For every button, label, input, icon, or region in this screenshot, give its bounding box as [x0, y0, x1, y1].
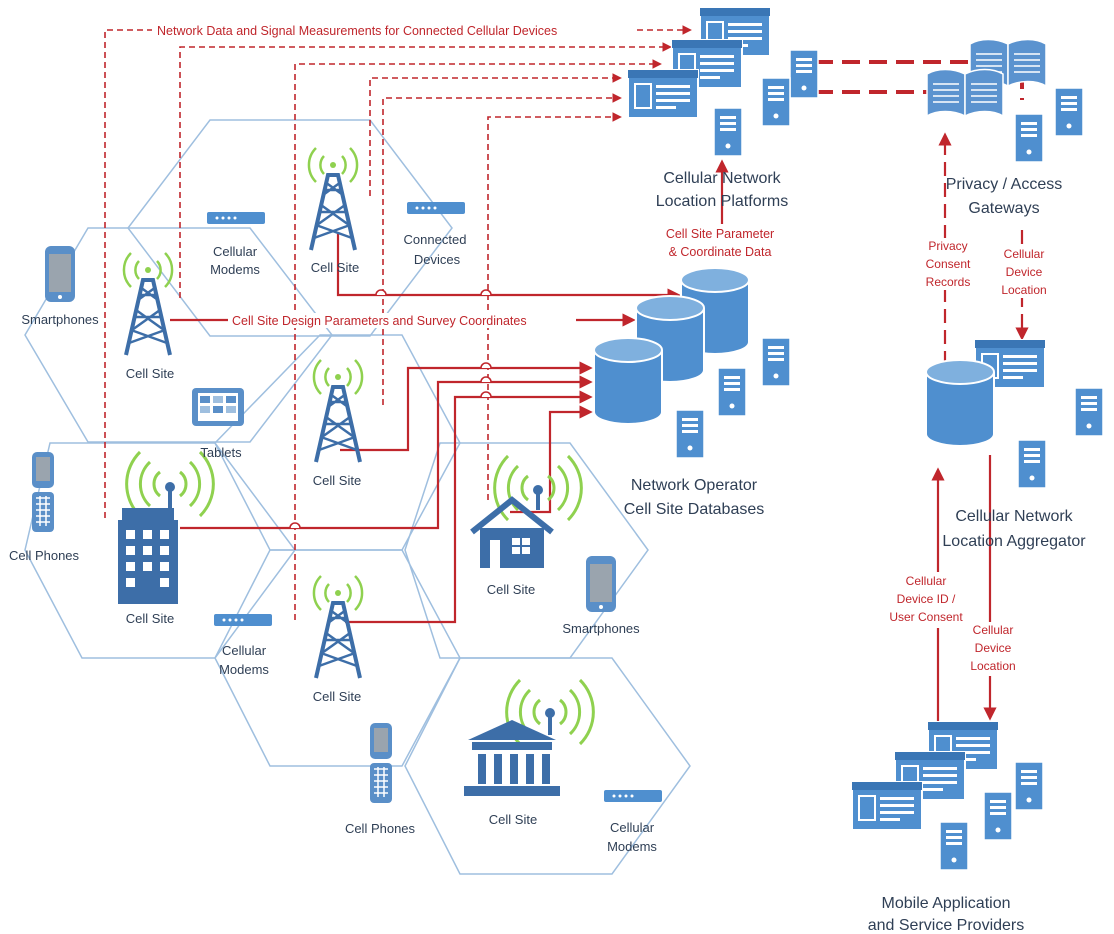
access-gateways	[926, 38, 1084, 163]
cell-site-label: Cell Site	[313, 473, 361, 488]
cell-phones-label: Cell Phones	[9, 548, 80, 563]
consent-label-2: Consent	[926, 257, 971, 271]
design-flow-label: Cell Site Design Parameters and Survey C…	[232, 314, 527, 328]
aggregator-location-label-2: Device	[975, 641, 1012, 655]
cell-site-databases	[593, 267, 791, 459]
server-icon	[1017, 439, 1047, 489]
cell-tower-icon	[121, 251, 175, 357]
cellular-modems-label-2: Modems	[607, 839, 657, 854]
platforms-title-1: Cellular Network	[663, 170, 781, 187]
aggregator-title-2: Location Aggregator	[942, 533, 1086, 550]
building-cell-site-icon	[118, 450, 215, 604]
server-window-icon	[627, 69, 699, 119]
gateway-location-label-1: Cellular	[1004, 247, 1045, 261]
cell-tower-icon	[306, 146, 360, 252]
tablet-icon	[192, 388, 244, 426]
server-icon	[761, 77, 791, 127]
line-hops	[289, 289, 492, 529]
server-icon	[713, 107, 743, 157]
modem-icon	[214, 614, 272, 626]
aggregator-title-1: Cellular Network	[955, 508, 1073, 525]
cellular-modems-label-1: Cellular	[213, 244, 258, 259]
providers-title-2: and Service Providers	[868, 917, 1025, 934]
device-id-label-2: Device ID /	[897, 592, 956, 606]
cell-tower-icon	[311, 358, 365, 464]
smartphone-icon	[45, 246, 75, 302]
cell-phone-icon	[369, 722, 393, 804]
aggregator-location-label-1: Cellular	[973, 623, 1014, 637]
server-icon	[1074, 387, 1104, 437]
hex-cell	[214, 549, 461, 767]
server-icon	[675, 409, 705, 459]
database-icon	[925, 359, 995, 447]
server-icon	[789, 49, 819, 99]
gateway-location-label-2: Device	[1006, 265, 1043, 279]
server-icon	[983, 791, 1013, 841]
cell-site-label: Cell Site	[126, 611, 174, 626]
aggregator-location-label-3: Location	[970, 659, 1015, 673]
server-icon	[1014, 761, 1044, 811]
tablets-label: Tablets	[200, 445, 242, 460]
platforms-title-2: Location Platforms	[656, 193, 789, 210]
server-icon	[717, 367, 747, 417]
device-id-label-1: Cellular	[906, 574, 947, 588]
top-flow-label: Network Data and Signal Measurements for…	[157, 24, 557, 38]
cell-site-label: Cell Site	[313, 689, 361, 704]
hex-grid	[24, 119, 691, 875]
cell-tower-icon	[311, 574, 365, 680]
cell-phones-label: Cell Phones	[345, 821, 416, 836]
database-icon	[593, 337, 663, 425]
gateways-title-2: Gateways	[968, 200, 1039, 217]
smartphones-label: Smartphones	[21, 312, 99, 327]
smartphones-label: Smartphones	[562, 621, 640, 636]
cell-site-label: Cell Site	[487, 582, 535, 597]
gateway-location-label-3: Location	[1001, 283, 1046, 297]
modem-icon	[207, 212, 265, 224]
cellular-modems-label-2: Modems	[219, 662, 269, 677]
cell-site-label: Cell Site	[489, 812, 537, 827]
hex-cell	[404, 657, 691, 875]
modem-icon	[604, 790, 662, 802]
server-icon	[1014, 113, 1044, 163]
databases-title-2: Cell Site Databases	[624, 501, 765, 518]
cell-site-label: Cell Site	[311, 260, 359, 275]
signal-measurement-flows	[104, 25, 692, 620]
house-cell-site-icon	[470, 454, 583, 568]
databases-title-1: Network Operator	[631, 477, 758, 494]
cell-phone-icon	[31, 451, 55, 533]
server-icon	[761, 337, 791, 387]
records-book-icon	[926, 68, 1004, 117]
connected-devices-label-1: Connected	[404, 232, 467, 247]
providers-title-1: Mobile Application	[882, 895, 1011, 912]
smartphone-icon	[586, 556, 616, 612]
consent-label-3: Records	[926, 275, 971, 289]
connected-devices-label-2: Devices	[414, 252, 461, 267]
modem-icon	[407, 202, 465, 214]
param-flow-label-1: Cell Site Parameter	[666, 227, 774, 241]
hex-cell	[24, 227, 333, 443]
location-aggregator	[925, 339, 1104, 489]
service-providers	[851, 721, 1044, 871]
civic-building-cell-site-icon	[464, 678, 595, 796]
param-flow-label-2: & Coordinate Data	[669, 245, 772, 259]
consent-label-1: Privacy	[928, 239, 967, 253]
cellular-modems-label-1: Cellular	[610, 820, 655, 835]
cell-site-label: Cell Site	[126, 366, 174, 381]
cellular-modems-label-2: Modems	[210, 262, 260, 277]
server-icon	[1054, 87, 1084, 137]
cellular-modems-label-1: Cellular	[222, 643, 267, 658]
server-icon	[939, 821, 969, 871]
device-id-label-3: User Consent	[889, 610, 963, 624]
gateways-title-1: Privacy / Access	[946, 176, 1062, 193]
location-platforms	[627, 7, 819, 157]
server-window-icon	[851, 781, 923, 831]
